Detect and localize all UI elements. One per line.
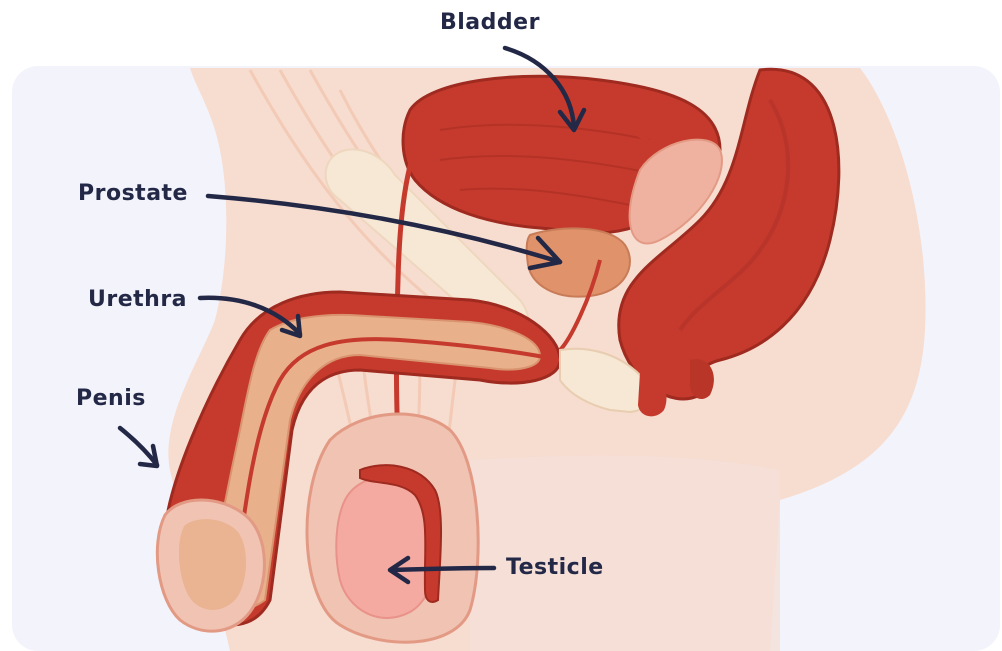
label-prostate: Prostate [78, 183, 188, 205]
label-penis: Penis [76, 388, 146, 410]
urethra-arrow [200, 298, 300, 336]
penis-arrow [120, 428, 157, 466]
label-bladder: Bladder [440, 12, 540, 34]
bladder-arrow [505, 48, 584, 130]
testicle-arrow [390, 558, 494, 582]
label-urethra: Urethra [88, 289, 187, 311]
prostate-arrow [208, 196, 560, 268]
label-testicle: Testicle [506, 557, 604, 579]
